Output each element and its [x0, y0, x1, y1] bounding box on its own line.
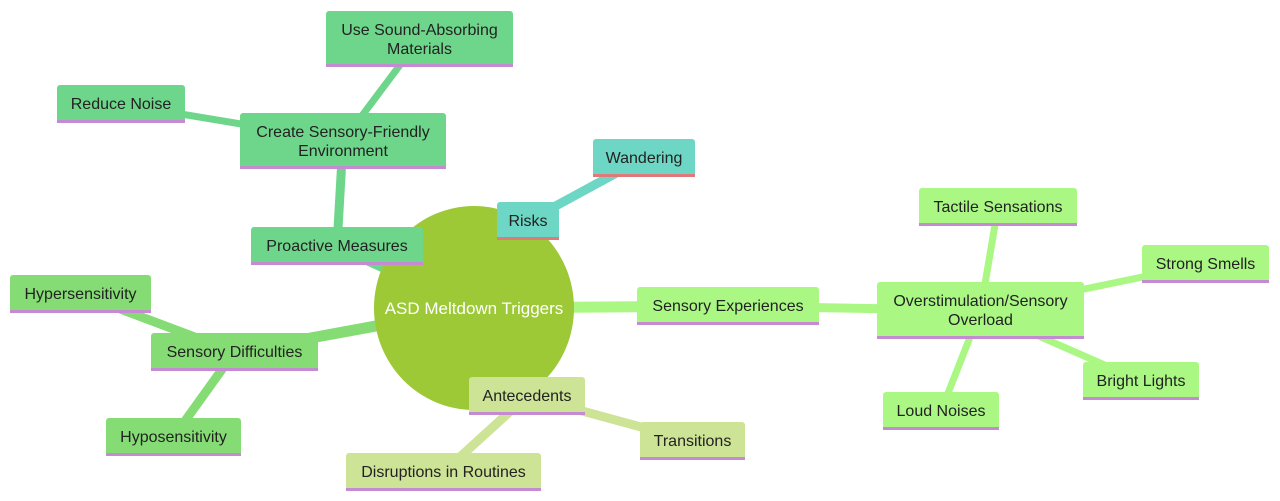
node-sound-absorbing-label-line-1: Use Sound-Absorbing: [341, 22, 498, 39]
node-disruptions-box: [346, 453, 541, 491]
node-wandering-box: [593, 139, 695, 177]
node-proactive[interactable]: Proactive Measures: [251, 227, 423, 265]
edges-layer: [76, 35, 1209, 477]
node-proactive-label: Proactive Measures: [266, 238, 407, 255]
root-node[interactable]: ASD Meltdown Triggers: [374, 206, 574, 410]
node-overstimulation-underline: [877, 336, 1084, 339]
node-tactile-label: Tactile Sensations: [934, 199, 1063, 216]
node-hypersensitivity-box: [10, 275, 151, 313]
node-strong-smells-underline: [1142, 280, 1269, 283]
node-overstimulation-label-line-1: Overstimulation/Sensory: [893, 293, 1067, 310]
node-hypersensitivity-label: Hypersensitivity: [24, 286, 136, 303]
node-risks[interactable]: Risks: [497, 202, 559, 240]
node-wandering-label: Wandering: [606, 150, 683, 167]
node-reduce-noise[interactable]: Reduce Noise: [57, 85, 185, 123]
node-create-env-underline: [240, 166, 446, 169]
node-sensory-difficulties-underline: [151, 368, 318, 371]
node-hyposensitivity-box: [106, 418, 241, 456]
node-disruptions-label: Disruptions in Routines: [361, 464, 526, 481]
node-loud-noises-box: [883, 392, 999, 430]
node-proactive-box: [251, 227, 423, 265]
root-layer: ASD Meltdown Triggers: [374, 206, 574, 410]
node-tactile[interactable]: Tactile Sensations: [919, 188, 1077, 226]
node-bright-lights-box: [1083, 362, 1199, 400]
node-sensory-difficulties[interactable]: Sensory Difficulties: [151, 333, 318, 371]
node-loud-noises[interactable]: Loud Noises: [883, 392, 999, 430]
node-hypersensitivity[interactable]: Hypersensitivity: [10, 275, 151, 313]
node-sound-absorbing-box: [326, 11, 513, 67]
node-loud-noises-underline: [883, 427, 999, 430]
node-create-env-box: [240, 113, 446, 169]
node-reduce-noise-label: Reduce Noise: [71, 96, 172, 113]
node-reduce-noise-box: [57, 85, 185, 123]
node-antecedents-box: [469, 377, 585, 415]
node-sound-absorbing-label-line-2: Materials: [387, 41, 452, 58]
node-disruptions-underline: [346, 488, 541, 491]
node-transitions[interactable]: Transitions: [640, 422, 745, 460]
node-strong-smells[interactable]: Strong Smells: [1142, 245, 1269, 283]
node-risks-underline: [497, 237, 559, 240]
node-wandering-underline: [593, 174, 695, 177]
node-sensory-experiences-underline: [637, 322, 819, 325]
node-transitions-box: [640, 422, 745, 460]
node-sensory-difficulties-label: Sensory Difficulties: [167, 344, 303, 361]
node-hyposensitivity-label: Hyposensitivity: [120, 429, 227, 446]
node-bright-lights-label: Bright Lights: [1097, 373, 1186, 390]
node-sensory-experiences-label: Sensory Experiences: [652, 298, 803, 315]
node-tactile-box: [919, 188, 1077, 226]
node-create-env-label-line-2: Environment: [298, 143, 388, 160]
node-disruptions[interactable]: Disruptions in Routines: [346, 453, 541, 491]
node-sensory-experiences[interactable]: Sensory Experiences: [637, 287, 819, 325]
node-loud-noises-label: Loud Noises: [897, 403, 986, 420]
node-sensory-difficulties-box: [151, 333, 318, 371]
node-sound-absorbing-underline: [326, 64, 513, 67]
node-risks-label: Risks: [508, 213, 547, 230]
node-antecedents-label: Antecedents: [483, 388, 572, 405]
node-overstimulation-box: [877, 282, 1084, 339]
node-hyposensitivity-underline: [106, 453, 241, 456]
root-circle: [374, 206, 574, 410]
node-bright-lights[interactable]: Bright Lights: [1083, 362, 1199, 400]
node-transitions-underline: [640, 457, 745, 460]
node-strong-smells-label: Strong Smells: [1156, 256, 1256, 273]
root-label: ASD Meltdown Triggers: [385, 299, 564, 318]
node-hypersensitivity-underline: [10, 310, 151, 313]
node-hyposensitivity[interactable]: Hyposensitivity: [106, 418, 241, 456]
node-strong-smells-box: [1142, 245, 1269, 283]
node-proactive-underline: [251, 262, 423, 265]
node-risks-box: [497, 202, 559, 240]
node-wandering[interactable]: Wandering: [593, 139, 695, 177]
node-overstimulation-label-line-2: Overload: [948, 312, 1013, 329]
node-sensory-experiences-box: [637, 287, 819, 325]
node-tactile-underline: [919, 223, 1077, 226]
node-antecedents-underline: [469, 412, 585, 415]
node-transitions-label: Transitions: [654, 433, 732, 450]
node-create-env-label-line-1: Create Sensory-Friendly: [256, 124, 429, 141]
node-reduce-noise-underline: [57, 120, 185, 123]
node-bright-lights-underline: [1083, 397, 1199, 400]
node-antecedents[interactable]: Antecedents: [469, 377, 585, 415]
